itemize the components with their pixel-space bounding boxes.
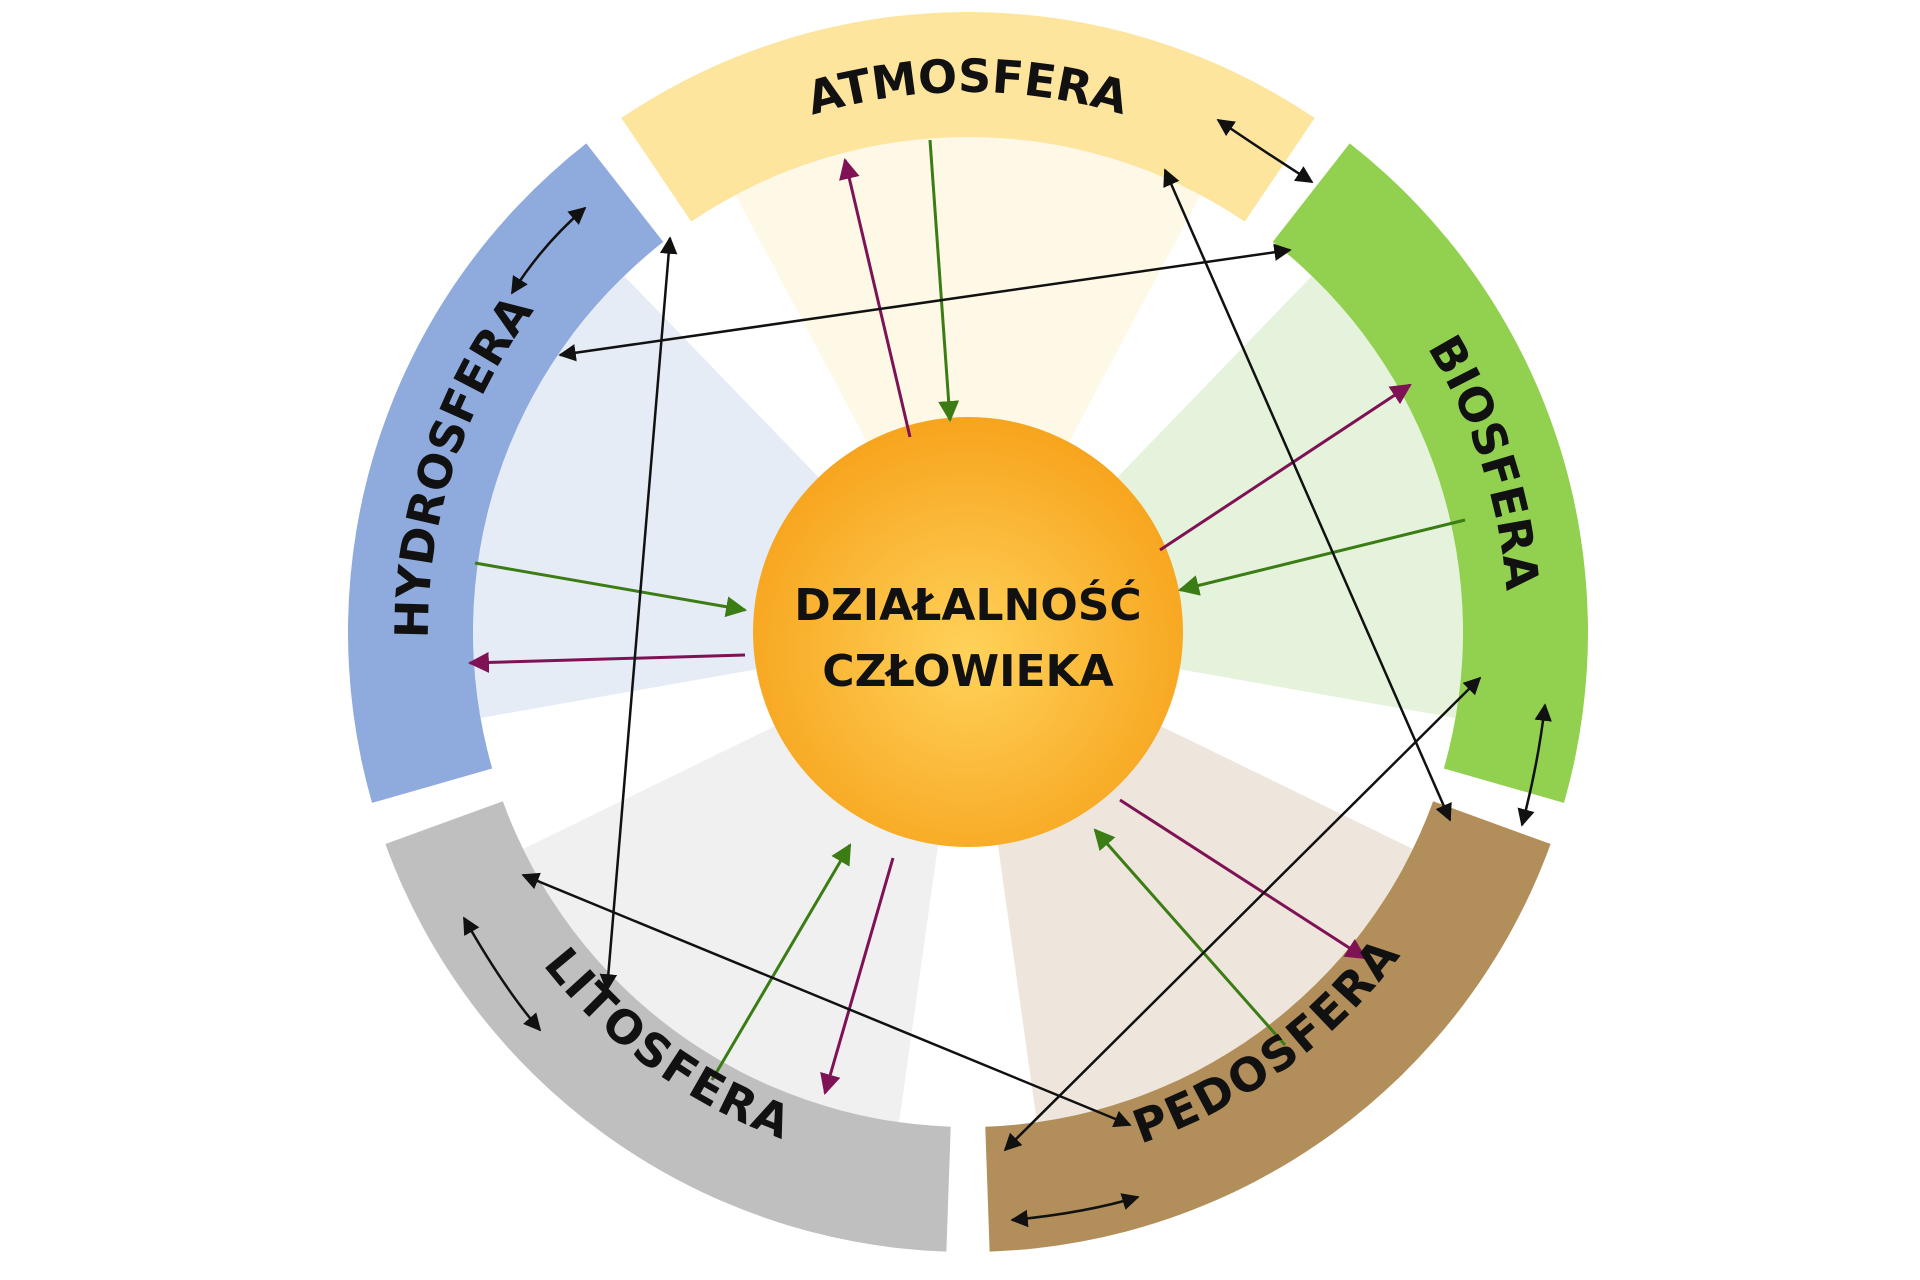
- center-label-line1: DZIAŁALNOŚĆ: [794, 578, 1141, 631]
- center-circle: [753, 417, 1183, 847]
- arrow-atmosfera-biosfera: [1216, 118, 1314, 184]
- arrow-hydrosfera-pedosfera: [521, 872, 1132, 1128]
- arrow-biosfera-pedosfera: [1517, 703, 1552, 827]
- arrow-hydrosfera-atmosfera: [510, 206, 587, 295]
- arrow-atmosfera-litosfera: [599, 236, 678, 992]
- interaction-arrows: [462, 118, 1552, 1228]
- arrow-litosfera-hydrosfera: [462, 916, 542, 1032]
- atmosfera-band: [621, 12, 1315, 222]
- center-label-line2: CZŁOWIEKA: [822, 646, 1113, 697]
- arrow-pedosfera-litosfera: [1010, 1193, 1140, 1228]
